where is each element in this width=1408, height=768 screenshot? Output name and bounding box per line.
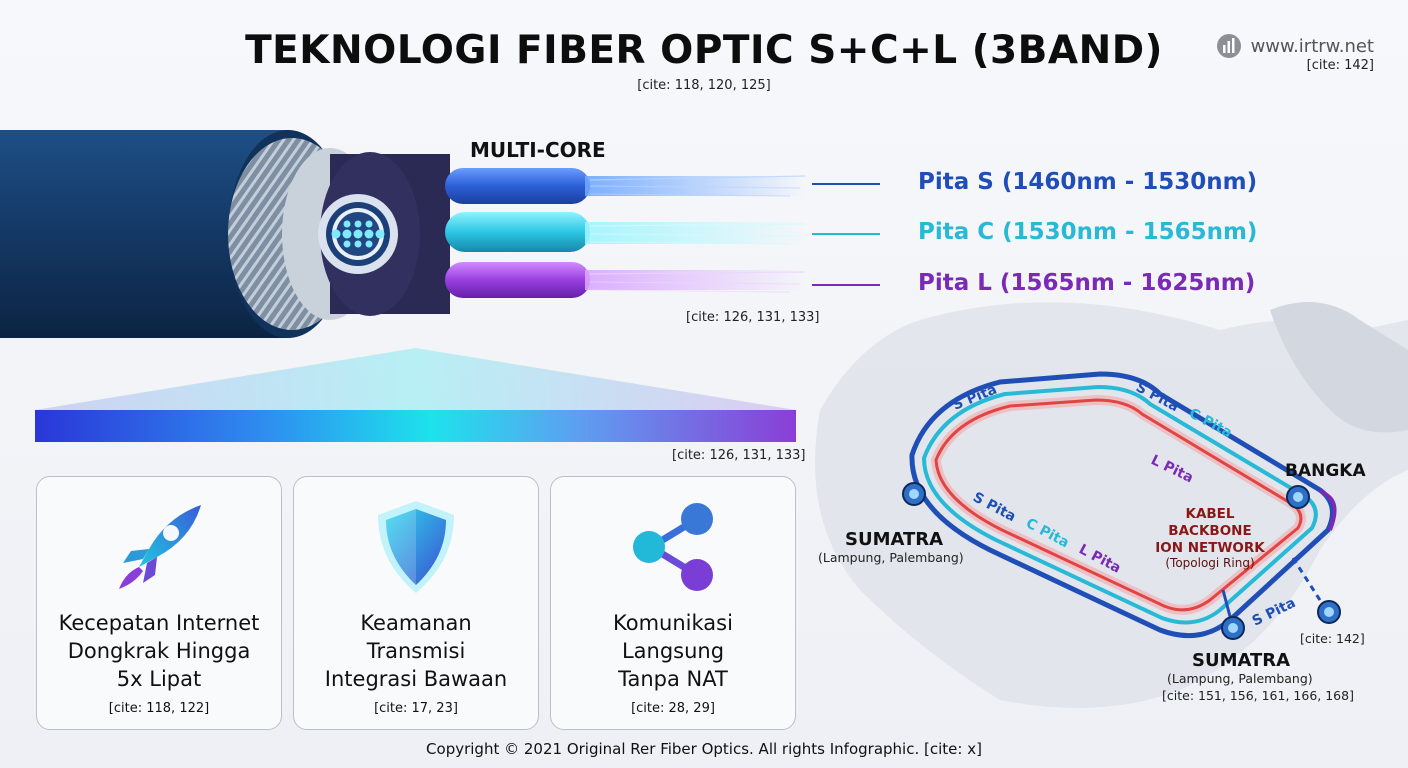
- spectrum-bar: [35, 410, 796, 442]
- card-text-line: Keamanan: [360, 611, 472, 635]
- card-text-line: Transmisi: [366, 639, 466, 663]
- center-sub-label: (Topologi Ring): [1165, 556, 1254, 570]
- band-l-label: Pita L (1565nm - 1625nm): [918, 270, 1256, 296]
- page-title: TEKNOLOGI FIBER OPTIC S+C+L (3BAND): [245, 28, 1163, 73]
- sumatra-bottom-cite: [cite: 151, 156, 161, 166, 168]: [1162, 688, 1354, 703]
- card-cite: [cite: 17, 23]: [374, 701, 458, 716]
- ring-node: [1286, 485, 1310, 509]
- map-landmass: [815, 302, 1408, 708]
- card-text-line: Dongkrak Hingga: [67, 639, 251, 663]
- sumatra-bottom-sub: (Lampung, Palembang): [1167, 671, 1313, 686]
- site-logo[interactable]: www.irtrw.net: [1215, 32, 1374, 60]
- sumatra-left-label: SUMATRA: [845, 529, 943, 550]
- footer-copyright: Copyright © 2021 Original Rer Fiber Opti…: [426, 740, 982, 758]
- multicore-label: MULTI-CORE: [470, 138, 606, 162]
- feature-card-security: Keamanan Transmisi Integrasi Bawaan [cit…: [293, 476, 539, 730]
- card-text-line: Komunikasi: [613, 611, 733, 635]
- bangka-label: BANGKA: [1285, 461, 1366, 481]
- fiber-cable-illustration: [0, 130, 880, 338]
- logo-text: www.irtrw.net: [1250, 35, 1374, 57]
- logo-cite: [cite: 142]: [1306, 58, 1374, 73]
- card-text-line: Langsung: [621, 639, 725, 663]
- card-text-line: Kecepatan Internet: [58, 611, 260, 635]
- card-text-line: Tanpa NAT: [618, 667, 728, 691]
- rocket-icon: [119, 505, 201, 589]
- map-island: [1270, 302, 1408, 433]
- bands-cite: [cite: 126, 131, 133]: [686, 310, 820, 325]
- node-cite: [cite: 142]: [1300, 631, 1365, 646]
- center-label-line: BACKBONE: [1168, 523, 1251, 539]
- feature-card-speed: Kecepatan Internet Dongkrak Hingga 5x Li…: [36, 476, 282, 730]
- center-label-line: ION NETWORK: [1155, 540, 1265, 556]
- ring-network-map: S Pita S Pita C Pita L Pita S Pita C Pit…: [815, 302, 1408, 708]
- center-label-line: KABEL: [1185, 506, 1234, 522]
- card-text-line: 5x Lipat: [116, 667, 202, 691]
- card-cite: [cite: 118, 122]: [108, 701, 210, 716]
- card-text-line: Integrasi Bawaan: [324, 667, 508, 691]
- card-cite: [cite: 28, 29]: [631, 701, 715, 716]
- spectrum-cite: [cite: 126, 131, 133]: [672, 448, 806, 463]
- sumatra-bottom-label: SUMATRA: [1192, 650, 1290, 671]
- ring-node: [1221, 616, 1245, 640]
- share-icon: [633, 503, 713, 591]
- globe-icon: [1216, 34, 1241, 58]
- feature-card-communication: Komunikasi Langsung Tanpa NAT [cite: 28,…: [550, 476, 796, 730]
- shield-icon: [378, 501, 454, 593]
- band-c-label: Pita C (1530nm - 1565nm): [918, 219, 1258, 245]
- ring-node: [1317, 600, 1341, 624]
- title-cite: [cite: 118, 120, 125]: [637, 78, 771, 93]
- sumatra-left-sub: (Lampung, Palembang): [818, 550, 964, 565]
- band-s-label: Pita S (1460nm - 1530nm): [918, 169, 1258, 195]
- ring-node: [902, 482, 926, 506]
